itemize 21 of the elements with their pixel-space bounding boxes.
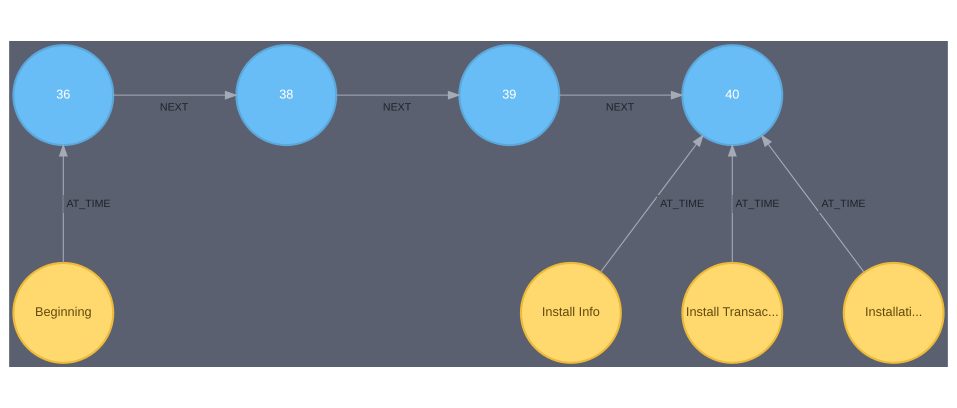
node-circle: Beginning — [12, 262, 114, 364]
edge-label: NEXT — [160, 102, 188, 114]
edge-label: AT_TIME — [66, 198, 111, 210]
arrow — [559, 90, 684, 100]
edge-label: AT_TIME — [821, 198, 866, 210]
edge-label: AT_TIME — [735, 198, 780, 210]
arrow — [760, 134, 865, 273]
node-circle: 36 — [12, 44, 114, 146]
node-circle: Install Info — [520, 262, 622, 364]
node-circle: Installati... — [842, 262, 945, 364]
node-circle: Install Transac... — [681, 262, 784, 364]
arrow — [336, 90, 461, 100]
arrow — [58, 144, 68, 263]
edge-label: NEXT — [382, 102, 412, 114]
arrow — [113, 90, 238, 100]
edge-label: AT_TIME — [660, 198, 704, 210]
arrow — [600, 134, 704, 273]
arrow — [728, 144, 737, 263]
node-circle: 39 — [458, 44, 560, 146]
node-circle: 38 — [235, 44, 338, 146]
edge-label: NEXT — [606, 102, 634, 114]
